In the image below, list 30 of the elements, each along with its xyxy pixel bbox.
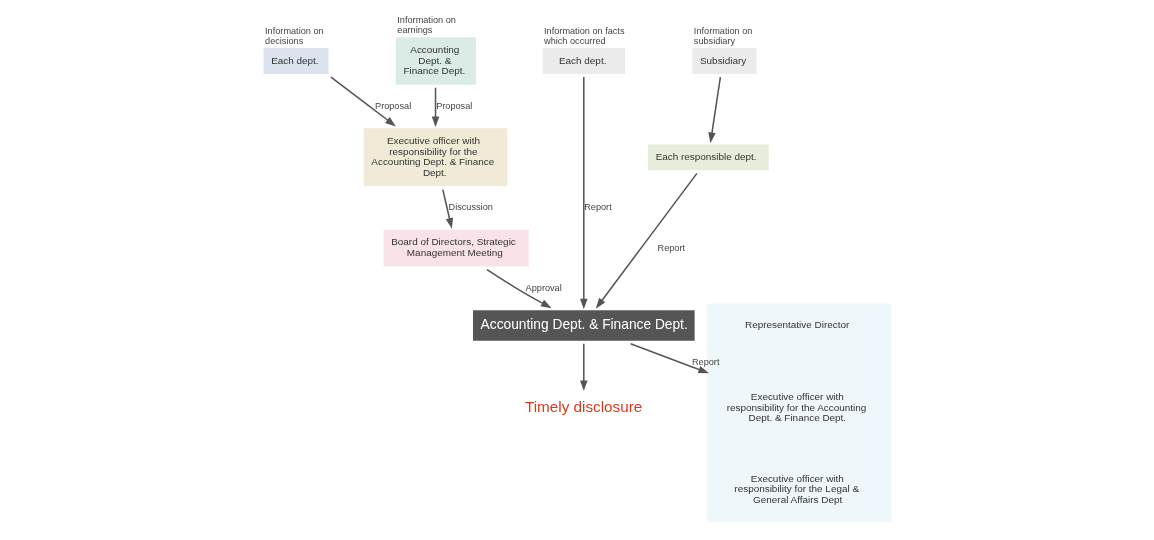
node-box: Each dept. [263, 47, 328, 74]
node-box: Accounting Dept. & Finance Dept. [472, 310, 695, 341]
node-label: Information on earnings [396, 15, 456, 36]
node-text: Executive officer with responsibility for the Legal & General Affairs Dept [733, 472, 859, 506]
edge-label: Proposal [435, 100, 472, 111]
node-label: Information on decisions [264, 25, 324, 46]
node-label: Information on subsidiary [693, 25, 752, 46]
arrow [329, 76, 396, 127]
edge-label: Approval [525, 282, 562, 293]
arrow [579, 76, 588, 310]
node-text: Executive officer with responsibility for the Accounting Dept. & Finance Dept. [726, 390, 866, 424]
node-box: Accounting Dept. & Finance Dept. [395, 37, 476, 85]
edge-label: Report [691, 356, 719, 367]
arrow [431, 86, 439, 128]
arrow [629, 343, 709, 374]
arrow [485, 268, 552, 309]
edge-label: Proposal [374, 100, 411, 111]
node-label: Information on facts which occurred [543, 25, 624, 46]
node-text: Timely disclosure [524, 397, 642, 415]
edge-label: Discussion [448, 202, 493, 213]
node-box: Board of Directors, Strategic Management Meeting [383, 229, 529, 267]
node-text: Representative Director [744, 319, 849, 331]
arrow [441, 188, 453, 229]
edge-label: Report [657, 242, 685, 253]
arrow [707, 76, 721, 144]
node-box: Each responsible dept. [647, 144, 769, 171]
node-box: Executive officer with responsibility for the Accounting Dept. & Finance Dept. [363, 128, 507, 187]
edge-label: Report [583, 202, 612, 213]
arrow [595, 172, 698, 309]
arrow [579, 343, 588, 392]
